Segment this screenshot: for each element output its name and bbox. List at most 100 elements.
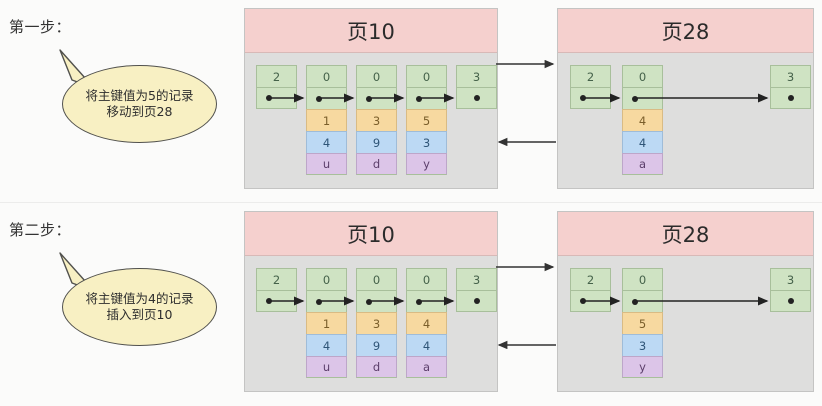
step-2-label: 第二步： [9,221,72,239]
record-node: 3 [770,65,811,109]
node-field-cell: 4 [306,131,347,153]
node-pointer-cell [356,87,397,109]
pointer-dot-icon [632,95,638,102]
step-1-label: 第一步： [9,18,72,36]
pointer-dot-icon [632,298,638,305]
node-field-cell: a [622,153,663,175]
record-node: 3 [770,268,811,312]
node-key-cell: 2 [256,268,297,290]
node-pointer-cell [256,290,297,312]
node-field-cell: d [356,153,397,175]
node-pointer-cell [570,87,611,109]
node-pointer-cell [306,290,347,312]
node-key-cell: 0 [306,65,347,87]
record-node: 2 [570,65,611,109]
pointer-dot-icon [316,298,322,305]
page-title-28: 页28 [558,212,813,256]
node-pointer-cell [256,87,297,109]
node-pointer-cell [622,87,663,109]
node-key-cell: 3 [770,268,811,290]
pointer-dot-icon [266,95,272,101]
record-node: 3 [456,268,497,312]
node-pointer-cell [406,290,447,312]
node-field-cell: 3 [356,109,397,131]
node-pointer-cell [622,290,663,312]
page-link-arrows-step-2 [496,262,556,350]
pointer-dot-icon [366,95,372,102]
pointer-dot-icon [787,95,794,101]
node-pointer-cell [770,87,811,109]
node-field-cell: 9 [356,131,397,153]
step-2-callout: 将主键值为4的记录 插入到页10 [52,251,217,346]
node-field-cell: u [306,356,347,378]
step-1-callout: 将主键值为5的记录 移动到页28 [52,48,217,143]
pointer-dot-icon [366,298,372,305]
node-pointer-cell [356,290,397,312]
pointer-dot-icon [416,298,422,305]
node-field-cell: d [356,356,397,378]
record-node: 3 [456,65,497,109]
node-key-cell: 0 [406,268,447,290]
node-field-cell: 9 [356,334,397,356]
callout-bubble: 将主键值为4的记录 插入到页10 [62,268,217,346]
node-field-cell: 3 [622,334,663,356]
node-field-cell: 5 [622,312,663,334]
node-pointer-cell [406,87,447,109]
node-pointer-cell [570,290,611,312]
node-field-cell: 1 [306,312,347,334]
page-link-arrows-step-1 [496,59,556,147]
callout-line-2: 插入到页10 [106,307,173,322]
node-field-cell: 4 [306,334,347,356]
record-node: 2 [570,268,611,312]
node-field-cell: 3 [406,131,447,153]
pointer-dot-icon [787,298,794,304]
node-key-cell: 3 [456,268,497,290]
pointer-dot-icon [266,298,272,304]
page-title-28: 页28 [558,9,813,53]
record-node: 2 [256,268,297,312]
pointer-dot-icon [580,95,586,101]
node-field-cell: 4 [406,334,447,356]
node-key-cell: 2 [570,65,611,87]
node-pointer-cell [456,290,497,312]
node-pointer-cell [306,87,347,109]
node-key-cell: 2 [256,65,297,87]
page-title-10: 页10 [245,9,497,53]
node-field-cell: 1 [306,109,347,131]
callout-bubble: 将主键值为5的记录 移动到页28 [62,65,217,143]
node-field-cell: 4 [622,131,663,153]
node-key-cell: 0 [356,65,397,87]
node-field-cell: y [406,153,447,175]
node-field-cell: u [306,153,347,175]
node-pointer-cell [456,87,497,109]
node-key-cell: 2 [570,268,611,290]
node-field-cell: 4 [406,312,447,334]
node-field-cell: 4 [622,109,663,131]
node-key-cell: 3 [770,65,811,87]
pointer-dot-icon [416,95,422,102]
callout-line-1: 将主键值为5的记录 [85,88,194,103]
callout-line-1: 将主键值为4的记录 [85,291,194,306]
node-field-cell: 3 [356,312,397,334]
pointer-dot-icon [473,95,480,101]
pointer-dot-icon [473,298,480,304]
node-key-cell: 0 [306,268,347,290]
node-field-cell: 5 [406,109,447,131]
page-title-10: 页10 [245,212,497,256]
